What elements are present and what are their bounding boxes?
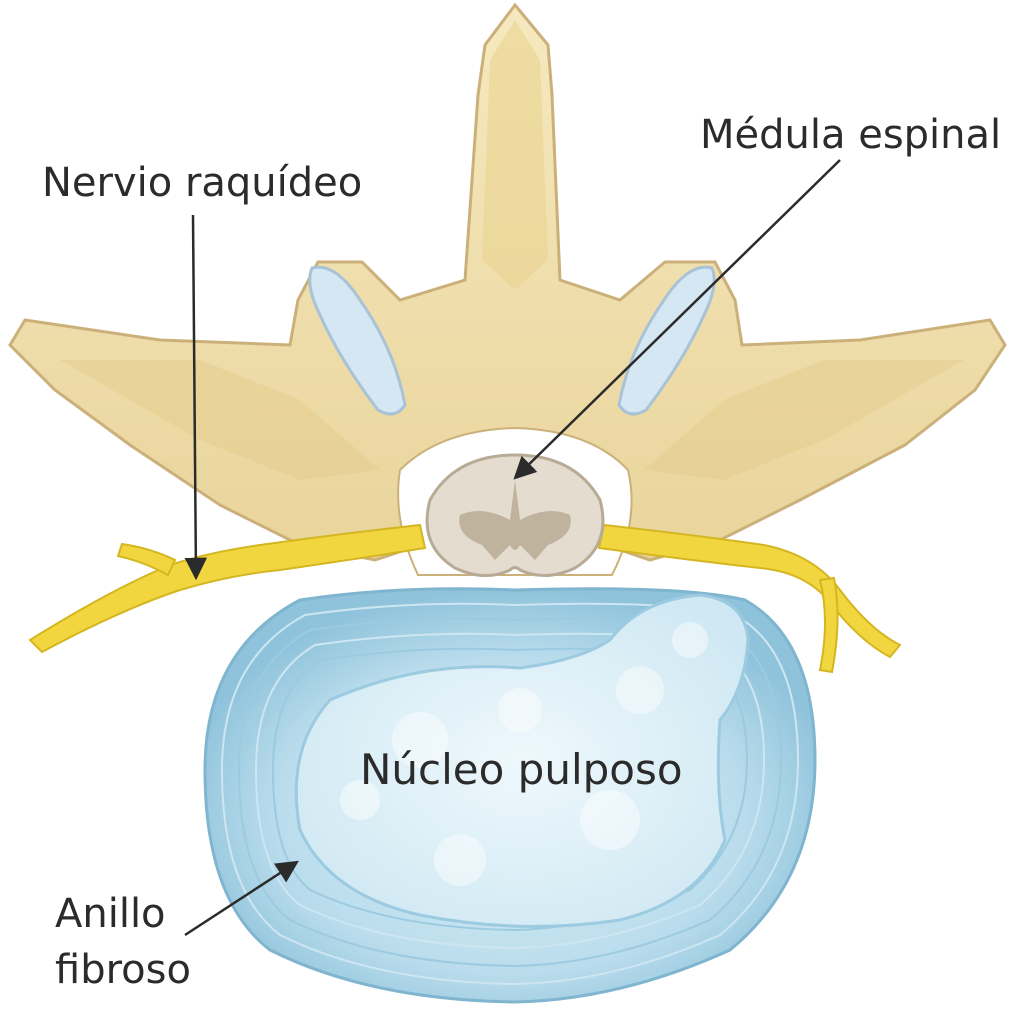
- label-anillo-fibroso: Anillo fibroso: [55, 886, 191, 998]
- label-nervio-raquideo: Nervio raquídeo: [42, 160, 363, 206]
- facet-cartilage-left: [308, 265, 407, 416]
- medula-leader-line: [513, 159, 841, 480]
- spinal-cord: [425, 453, 605, 577]
- label-nucleo-pulposo: Núcleo pulposo: [360, 745, 683, 794]
- spinal-nerve-right: [597, 523, 902, 659]
- spinal-nerve-right-branch: [818, 576, 839, 674]
- label-anillo-line1: Anillo: [55, 891, 166, 937]
- vertebra-shading-right: [644, 360, 964, 480]
- label-medula-espinal: Médula espinal: [700, 112, 1002, 158]
- anillo-leader-line: [184, 860, 299, 937]
- nervio-leader-line: [184, 214, 208, 581]
- spinal-nerve-left: [28, 523, 427, 654]
- facet-cartilage-right: [617, 265, 716, 416]
- vertebra-shading: [482, 20, 548, 290]
- spinal-nerve-left-branch: [116, 542, 177, 577]
- vertebra-shading-left: [60, 360, 380, 480]
- nucleus-pulposus: [294, 593, 750, 928]
- label-anillo-line2: fibroso: [55, 947, 191, 993]
- nucleus-texture: [340, 622, 708, 886]
